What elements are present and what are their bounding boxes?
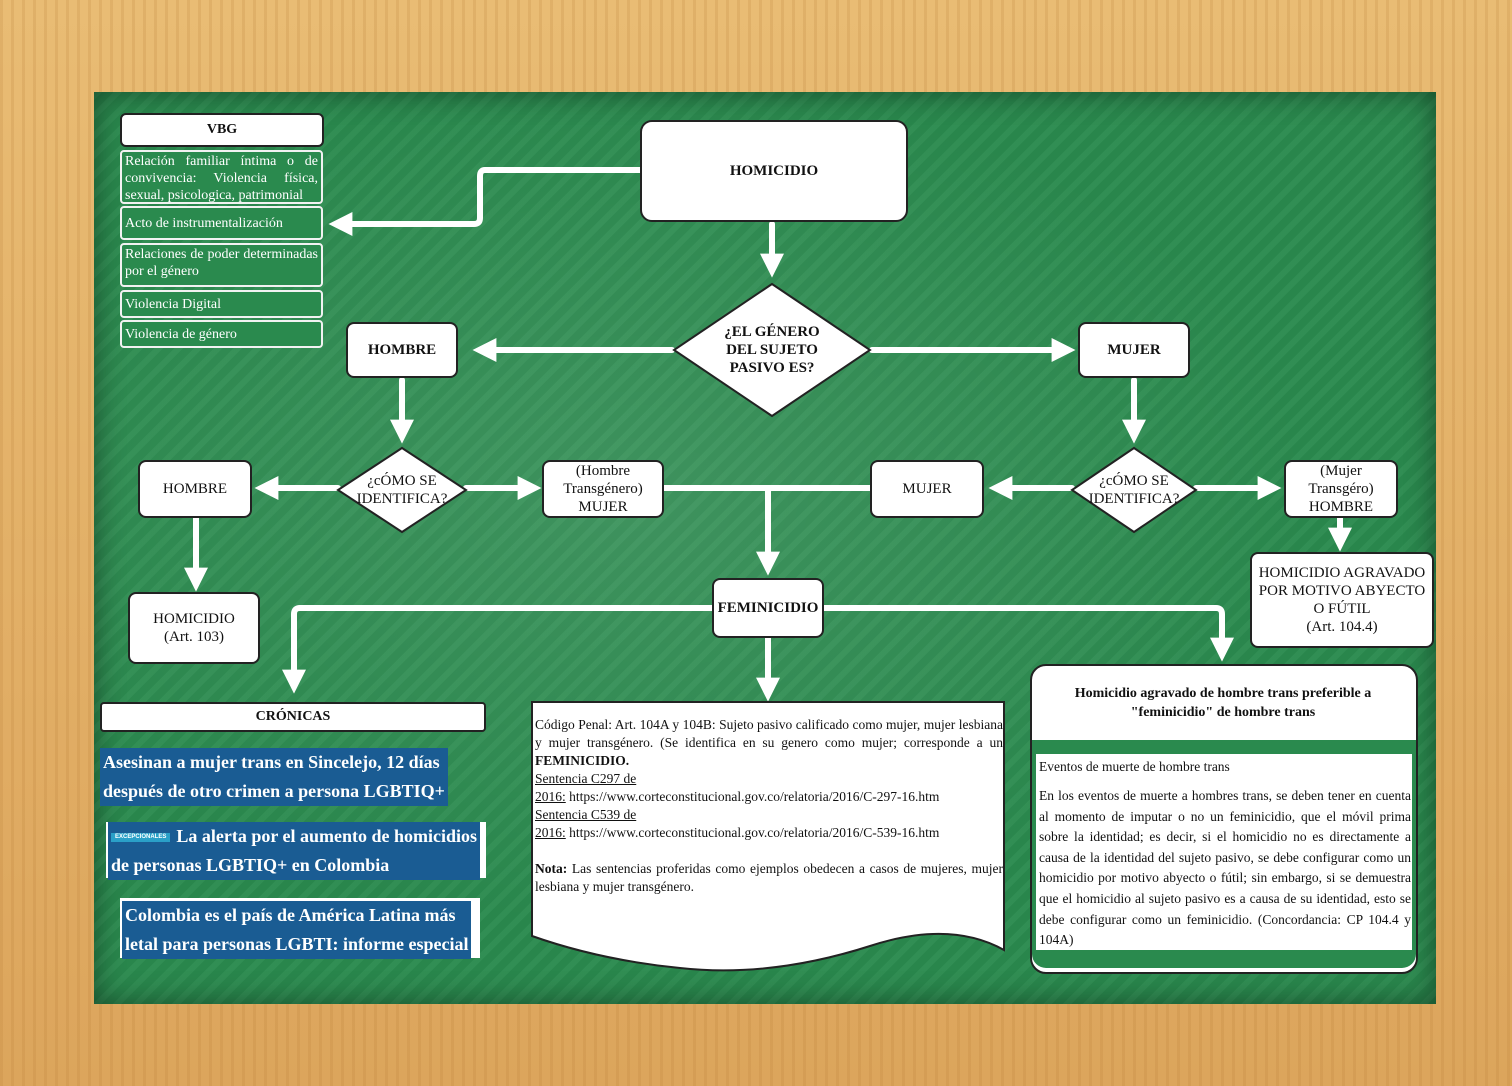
headline-1-line1: Asesinan a mujer trans en Sincelejo, 12 … bbox=[103, 752, 440, 772]
agravado-panel-title: Homicidio agravado de hombre trans prefe… bbox=[1074, 686, 1372, 720]
agravado-panel-subtitle: Eventos de muerte de hombre trans bbox=[1039, 759, 1230, 774]
agravado-line4: (Art. 104.4) bbox=[1306, 619, 1378, 635]
agravado-line1: HOMICIDIO AGRAVADO bbox=[1258, 565, 1426, 581]
diamond-shape bbox=[336, 446, 468, 534]
nota-label: Nota: bbox=[535, 861, 568, 876]
sentencia-c539-link[interactable]: Sentencia C539 de bbox=[535, 807, 637, 822]
node-question-identify-left: ¿cÓMO SE IDENTIFICA? bbox=[336, 446, 468, 534]
sentencia-c297-link[interactable]: Sentencia C297 de bbox=[535, 771, 637, 786]
diamond-shape bbox=[672, 282, 872, 418]
codigo-penal-text: Código Penal: Art. 104A y 104B: Sujeto p… bbox=[535, 717, 1003, 894]
node-question-gender: ¿EL GÉNERO DEL SUJETO PASIVO ES? bbox=[672, 282, 872, 418]
node-question-identify-right: ¿cÓMO SE IDENTIFICA? bbox=[1070, 446, 1198, 534]
cronicas-title: CRÓNICAS bbox=[100, 702, 486, 732]
node-mujer-identifica: MUJER bbox=[870, 460, 984, 518]
headline-1-line2: después de otro crimen a persona LGBTIQ+ bbox=[103, 781, 445, 801]
agravado-panel-body-box bbox=[1036, 754, 1412, 950]
headline-3-line2: letal para personas LGBTI: informe espec… bbox=[125, 934, 469, 954]
node-mujer: MUJER bbox=[1078, 322, 1190, 378]
vbg-item-violencia-genero: Violencia de género bbox=[120, 320, 323, 348]
nota-text: Las sentencias proferidas como ejemplos … bbox=[535, 861, 1003, 894]
vbg-item-instrumentalizacion: Acto de instrumentalización bbox=[120, 206, 323, 240]
homicidio-103-line1: HOMICIDIO bbox=[153, 611, 235, 627]
node-mujer-transgenero: (Mujer Transgéro) HOMBRE bbox=[1284, 460, 1398, 518]
headline-2-line2: de personas LGBTIQ+ en Colombia bbox=[111, 855, 390, 875]
agravado-line3: O FÚTIL bbox=[1313, 601, 1371, 617]
news-link-informe[interactable]: Colombia es el país de América Latina má… bbox=[122, 901, 472, 959]
vbg-title: VBG bbox=[120, 113, 324, 147]
node-homicidio-agravado: HOMICIDIO AGRAVADO POR MOTIVO ABYECTO O … bbox=[1250, 552, 1434, 648]
sentencia-c297-url[interactable]: https://www.corteconstitucional.gov.co/r… bbox=[569, 789, 940, 804]
headline-2-tag: EXCEPCIONALES bbox=[111, 833, 171, 843]
node-homicidio-art103: HOMICIDIO (Art. 103) bbox=[128, 592, 260, 664]
node-homicidio: HOMICIDIO bbox=[640, 120, 908, 222]
headline-3-line1: Colombia es el país de América Latina má… bbox=[125, 905, 456, 925]
node-hombre-transgenero: (Hombre Transgénero) MUJER bbox=[542, 460, 664, 518]
node-hombre: HOMBRE bbox=[346, 322, 458, 378]
sentencia-c539-year[interactable]: 2016: bbox=[535, 825, 566, 840]
news-link-sincelejo[interactable]: Asesinan a mujer trans en Sincelejo, 12 … bbox=[100, 748, 448, 806]
agravado-panel-body: En los eventos de muerte a hombres trans… bbox=[1039, 788, 1411, 948]
vbg-item-relacion-familiar: Relación familiar íntima o de convivenci… bbox=[120, 150, 323, 204]
diamond-shape bbox=[1070, 446, 1198, 534]
vbg-item-violencia-digital: Violencia Digital bbox=[120, 290, 323, 318]
node-hombre-identifica: HOMBRE bbox=[138, 460, 252, 518]
sentencia-c539-url[interactable]: https://www.corteconstitucional.gov.co/r… bbox=[569, 825, 940, 840]
sentencia-c297-year[interactable]: 2016: bbox=[535, 789, 566, 804]
homicidio-103-line2: (Art. 103) bbox=[164, 629, 224, 645]
document-shape bbox=[531, 701, 1005, 972]
agravado-line2: POR MOTIVO ABYECTO bbox=[1258, 583, 1426, 599]
vbg-item-relaciones-poder: Relaciones de poder determinadas por el … bbox=[120, 243, 323, 287]
node-feminicidio: FEMINICIDIO bbox=[712, 578, 824, 638]
